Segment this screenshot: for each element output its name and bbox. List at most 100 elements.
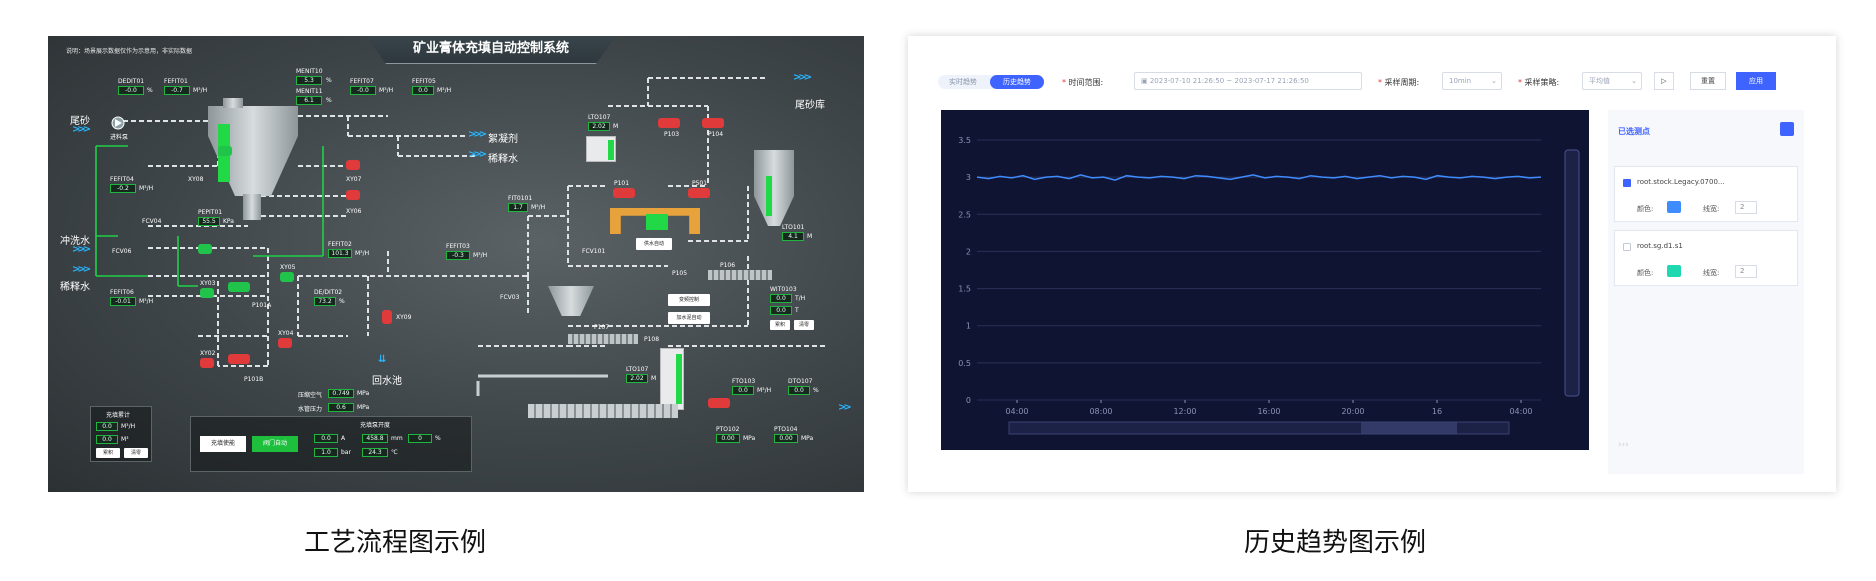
fcv101-label: FCV101 <box>582 248 606 255</box>
x-tick-label: 16:00 <box>1257 407 1280 416</box>
valve-xy09[interactable] <box>382 310 392 324</box>
fill-temp-unit: ℃ <box>391 449 398 456</box>
play-icon: ▷ <box>1661 77 1667 85</box>
line-width-input[interactable]: 2 <box>1735 265 1757 278</box>
fefit04-value: -0.2 <box>110 184 136 193</box>
fill-pressure-value: 1.0 <box>314 448 338 457</box>
y-tick-label: 0.5 <box>958 359 971 368</box>
point-checkbox[interactable] <box>1623 243 1631 251</box>
fill-current-unit: A <box>341 435 346 442</box>
pipe-network <box>95 77 828 396</box>
xy05-label: XY05 <box>280 264 296 271</box>
sample-strategy-value: 平均值 <box>1589 77 1610 85</box>
fill-enable-button[interactable]: 充填使能 <box>200 436 246 452</box>
menit11-unit: % <box>326 97 332 104</box>
vertical-scrollbar <box>1564 149 1580 397</box>
filling-pump-unit[interactable] <box>528 404 678 418</box>
valve-xy02[interactable] <box>200 358 214 368</box>
x-tick-label: 04:00 <box>1005 407 1028 416</box>
input-diluent-label: 稀释水 <box>488 154 518 165</box>
time-range-value: 2023-07-10 21:26:50 ~ 2023-07-17 21:26:5… <box>1149 77 1309 85</box>
play-button[interactable]: ▷ <box>1654 72 1674 90</box>
valve-xy05[interactable] <box>280 272 294 282</box>
apply-button[interactable]: 应用 <box>1736 72 1776 90</box>
feed-pump-label: 进料泵 <box>110 134 129 141</box>
wit-clear-button[interactable]: 清零 <box>794 320 814 330</box>
p107-label: P107 <box>594 324 610 331</box>
point-checkbox[interactable] <box>1623 179 1631 187</box>
valve-xy01[interactable] <box>198 244 212 254</box>
sample-period-select[interactable]: 10min ⌄ <box>1442 72 1502 90</box>
wit-accumulate-button[interactable]: 累积 <box>770 320 790 330</box>
pump-p104[interactable] <box>702 118 724 128</box>
pto102-value: 0.00 <box>716 434 740 443</box>
screw-conveyor-p106[interactable] <box>708 270 772 280</box>
trend-toolbar: 实时趋势 历史趋势 * 时间范围: ▣ 2023-07-10 21:26:50 … <box>908 36 1836 106</box>
dto107-unit: % <box>813 387 819 394</box>
fefit01-unit: M³/H <box>193 87 208 94</box>
dedit02-unit: % <box>339 298 345 305</box>
p101b-label: P101B <box>244 376 264 383</box>
lto107a-unit: M <box>613 123 619 130</box>
valve-xy07[interactable] <box>346 160 360 170</box>
fill-total-title: 充填累计 <box>106 412 131 419</box>
reset-button[interactable]: 重置 <box>1690 72 1726 90</box>
lto107b-value: 2.02 <box>626 374 648 383</box>
fto103-label: FTO103 <box>732 378 756 385</box>
pump-p101b[interactable] <box>228 354 250 364</box>
menit10-label: MENIT10 <box>296 68 323 75</box>
fefit07-unit: M³/H <box>379 87 394 94</box>
valve-xy06[interactable] <box>346 190 360 200</box>
lto107a-value: 2.02 <box>588 122 610 131</box>
sample-strategy-select[interactable]: 平均值 ⌄ <box>1582 72 1642 90</box>
pump-p101a[interactable] <box>228 282 250 292</box>
dedit02-label: DE/DIT02 <box>314 289 343 296</box>
dto107-value: 0.0 <box>788 386 810 395</box>
y-tick-label: 1 <box>966 322 971 331</box>
fefit04-unit: M³/H <box>139 185 154 192</box>
point-card[interactable]: root.stock.Legacy.0700... 颜色: 线宽: 2 <box>1614 166 1798 222</box>
fill-total-accumulate-button[interactable]: 累积 <box>96 448 120 458</box>
tab-realtime-trend[interactable]: 实时趋势 <box>949 78 977 86</box>
expand-chevron-icon[interactable]: ››› <box>1618 440 1629 450</box>
fefit07-label: FEFIT07 <box>350 78 374 85</box>
color-label: 颜色: <box>1637 269 1654 277</box>
pump-p103[interactable] <box>658 118 680 128</box>
cement-auto-button[interactable]: 加水泥自动 <box>668 312 710 324</box>
water-supply-auto-button[interactable]: 供水自动 <box>636 238 672 250</box>
pump-p101[interactable] <box>613 188 635 198</box>
valve-auto-button[interactable]: 阀门自动 <box>252 436 298 452</box>
sample-period-label: * 采样周期: <box>1378 78 1420 87</box>
pump-p501[interactable] <box>688 188 710 198</box>
valve-xy03[interactable] <box>200 288 214 298</box>
export-icon[interactable] <box>1780 122 1794 136</box>
screw-conveyor-p107[interactable] <box>568 334 638 344</box>
dedit01-unit: % <box>147 87 153 94</box>
point-card[interactable]: root.sg.d1.s1 颜色: 线宽: 2 <box>1614 230 1798 286</box>
fefit01-value: -0.7 <box>164 86 190 95</box>
input-flocculant-label: 絮凝剂 <box>488 134 518 145</box>
time-range-picker[interactable]: ▣ 2023-07-10 21:26:50 ~ 2023-07-17 21:26… <box>1134 72 1362 90</box>
color-swatch[interactable] <box>1667 265 1681 277</box>
valve-xy04[interactable] <box>278 338 292 348</box>
xy07-label: XY07 <box>346 176 362 183</box>
color-swatch[interactable] <box>1667 201 1681 213</box>
x-tick-label: 08:00 <box>1089 407 1112 416</box>
fefit02-value: 101.3 <box>328 249 352 258</box>
tab-history-trend[interactable]: 历史趋势 <box>990 75 1044 89</box>
vfd-control-button[interactable]: 变频控制 <box>668 294 710 306</box>
chevron-down-icon: ⌄ <box>1631 77 1637 85</box>
fcv06-label: FCV06 <box>112 248 132 255</box>
pump-outlet[interactable] <box>708 398 730 408</box>
thickener-motor[interactable] <box>223 98 243 108</box>
dedit01-label: DEDIT01 <box>118 78 145 85</box>
lto101-value: 4.1 <box>782 232 804 241</box>
feed-pump-icon[interactable] <box>110 116 126 130</box>
fill-total-clear-button[interactable]: 清零 <box>124 448 148 458</box>
valve-xy08[interactable] <box>218 146 232 156</box>
dto107-label: DTO107 <box>788 378 813 385</box>
chevron-down-icon: ⌄ <box>1491 77 1497 85</box>
p101a-label: P101A <box>252 302 272 309</box>
line-width-input[interactable]: 2 <box>1735 201 1757 214</box>
